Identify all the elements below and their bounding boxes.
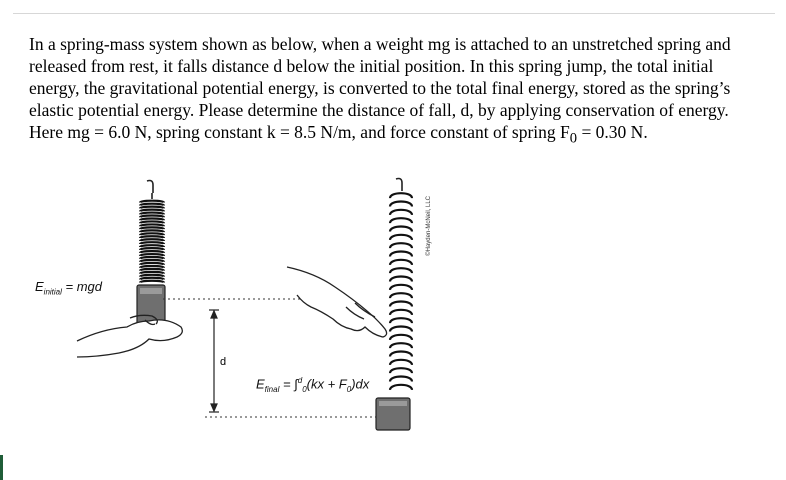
spring-coil: [388, 217, 414, 224]
spring-coil: [138, 247, 166, 252]
spring-coil: [138, 205, 166, 210]
spring-coil: [138, 264, 166, 269]
spring-coil: [388, 350, 414, 357]
spring-coil: [388, 267, 414, 274]
spring-coil: [138, 255, 166, 260]
spring-coil: [388, 275, 414, 282]
right-spring-hook: [395, 177, 403, 191]
distance-arrow: [209, 309, 219, 413]
spring-coil: [138, 238, 166, 243]
spring-coil: [388, 292, 414, 299]
right-hand-drawing: [286, 266, 388, 338]
spring-coil: [388, 250, 414, 257]
spring-coil: [388, 342, 414, 349]
initial-energy-label: Einitial = mgd: [35, 279, 102, 297]
initial-energy-subscript: initial: [43, 287, 62, 297]
spring-coil: [138, 217, 166, 222]
spring-coil: [138, 214, 166, 219]
spring-coil: [388, 358, 414, 366]
spring-coil: [138, 252, 166, 257]
final-energy-subscript: final: [264, 384, 280, 394]
distance-label: d: [220, 356, 227, 368]
spring-coil: [388, 375, 414, 382]
spring-coil: [138, 276, 166, 281]
integral-upper-limit: d: [297, 376, 303, 385]
spring-coil: [138, 208, 166, 213]
right-mass-block: [375, 397, 411, 431]
final-energy-symbol: E: [256, 376, 265, 392]
spring-coil: [388, 208, 414, 216]
spring-coil: [138, 244, 166, 249]
problem-subscript: 0: [569, 130, 578, 147]
spring-coil: [138, 223, 166, 228]
spring-coil: [388, 258, 414, 266]
spring-coil: [388, 233, 414, 241]
integral-lower-limit: 0: [302, 384, 307, 394]
left-hand-drawing: [76, 314, 183, 358]
spring-coil: [138, 226, 166, 231]
spring-coil: [138, 229, 166, 234]
spring-coil: [138, 273, 166, 278]
final-energy-integrand: (kx + F: [306, 376, 347, 392]
spring-coil: [388, 192, 414, 199]
spring-coil: [138, 211, 166, 216]
left-edge-marker: [0, 455, 3, 480]
spring-coil: [388, 317, 414, 324]
spring-coil: [138, 199, 166, 204]
spring-coil: [138, 202, 166, 207]
left-spring-coils: [138, 199, 166, 284]
top-divider: [13, 13, 775, 14]
copyright-notice: ©Hayden-McNeil, LLC: [426, 196, 432, 256]
left-spring: [146, 179, 154, 199]
spring-coil: [388, 283, 414, 291]
spring-coil: [388, 383, 414, 391]
initial-energy-symbol: E: [35, 279, 44, 294]
initial-energy-rhs: = mgd: [61, 279, 103, 294]
problem-statement: In a spring-mass system shown as below, …: [29, 33, 749, 150]
spring-coil: [138, 258, 166, 263]
spring-coil: [138, 235, 166, 240]
integrand-subscript: 0: [346, 384, 352, 394]
spring-coil: [388, 367, 414, 374]
spring-coil: [388, 308, 414, 316]
problem-text: In a spring-mass system shown as below, …: [29, 34, 731, 142]
spring-coil: [388, 333, 414, 341]
problem-text-end: = 0.30 N.: [577, 122, 648, 142]
left-mass-block: [136, 284, 166, 326]
spring-coil: [138, 267, 166, 272]
spring-coil: [388, 200, 414, 207]
spring-coil: [138, 279, 166, 284]
spring-coil: [138, 261, 166, 266]
final-energy-integrand-end: )dx: [351, 376, 370, 392]
spring-coil: [138, 232, 166, 237]
final-energy-integral: = ∫: [279, 376, 298, 392]
spring-coil: [138, 249, 166, 254]
spring-coil: [388, 325, 414, 332]
spring-coil: [138, 241, 166, 246]
spring-coil: [138, 220, 166, 225]
spring-coil: [138, 270, 166, 275]
right-spring-coils: [388, 192, 414, 391]
spring-coil: [388, 225, 414, 232]
spring-coil: [388, 300, 414, 307]
final-energy-label: Efinal = ∫d0(kx + F0)dx: [256, 376, 369, 394]
spring-coil: [388, 242, 414, 249]
